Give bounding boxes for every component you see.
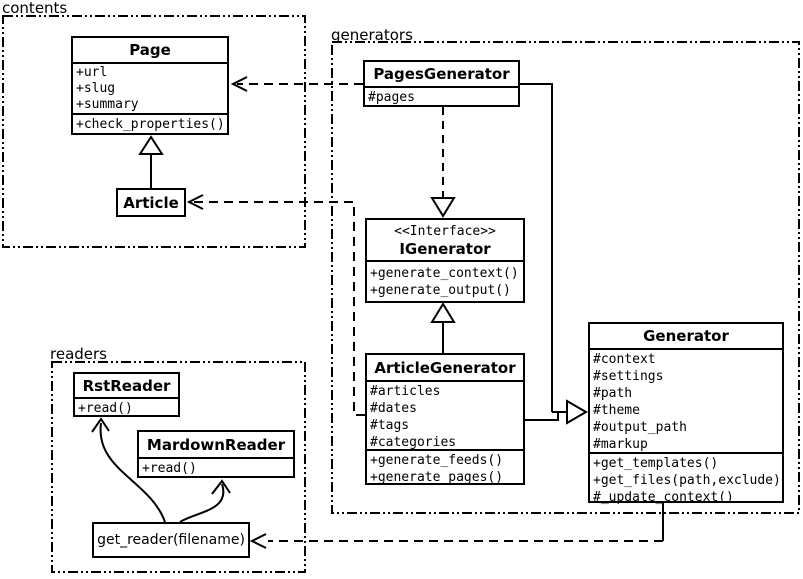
inheritance-arrow-generators-to-generator: [520, 83, 588, 425]
class-box-rst-reader: RstReader +read(): [73, 372, 180, 417]
class-attribute: #tags: [370, 418, 410, 433]
attributes-compartment: #articles #dates #tags #categories: [367, 380, 523, 450]
class-box-page: Page +url +slug +summary +check_properti…: [71, 36, 229, 135]
dependency-arrow-generator-to-getreader: [249, 503, 664, 549]
class-box-pages-generator: PagesGenerator #pages: [363, 60, 520, 107]
class-attribute: +summary: [76, 97, 139, 112]
attributes-compartment: #pages: [365, 86, 518, 106]
class-operation: +get_files(path,exclude): [593, 473, 781, 488]
class-operation: +check_properties(): [76, 117, 225, 132]
class-box-article-generator: ArticleGenerator #articles #dates #tags …: [365, 353, 525, 485]
class-attribute: +url: [76, 65, 108, 80]
class-attribute: +slug: [76, 81, 116, 96]
operations-compartment: +get_templates() +get_files(path,exclude…: [590, 452, 782, 506]
class-operation: +generate_pages(): [370, 470, 504, 485]
class-stereotype: <<Interface>>: [394, 223, 496, 239]
class-operation: +generate_context(): [370, 266, 519, 281]
class-box-article: Article: [116, 188, 186, 217]
class-operation: #_update_context(): [593, 490, 734, 505]
operations-compartment: +generate_feeds() +generate_pages(): [367, 449, 523, 486]
attributes-compartment: #context #settings #path #theme #output_…: [590, 348, 782, 452]
class-box-igenerator: <<Interface>> IGenerator +generate_conte…: [365, 218, 525, 303]
class-attribute: #path: [593, 386, 633, 401]
class-title-mardown-reader: MardownReader: [146, 435, 286, 454]
class-box-mardown-reader: MardownReader +read(): [137, 430, 295, 478]
class-attribute: #settings: [593, 369, 664, 384]
package-label-readers: readers: [50, 345, 107, 363]
class-attribute: #dates: [370, 401, 417, 416]
operations-compartment: +read(): [75, 397, 178, 417]
class-title-pages-generator: PagesGenerator: [373, 65, 510, 83]
class-attribute: #articles: [370, 384, 441, 399]
dependency-arrow-pagesgenerator-to-page: [230, 76, 363, 92]
class-title-page: Page: [129, 41, 171, 59]
class-attribute: #context: [593, 352, 656, 367]
class-title-igenerator: <<Interface>> IGenerator: [367, 220, 523, 260]
class-operation: +read(): [142, 461, 197, 476]
attributes-compartment: +url +slug +summary: [73, 62, 227, 113]
class-attribute: #output_path: [593, 420, 687, 435]
operations-compartment: +read(): [139, 457, 293, 477]
class-title-rst-reader: RstReader: [82, 376, 171, 395]
class-title-generator: Generator: [643, 327, 729, 345]
dependency-arrow-articlegenerator-to-article: [186, 194, 365, 416]
class-attribute: #markup: [593, 437, 648, 452]
class-attribute: #theme: [593, 403, 640, 418]
class-title-text: IGenerator: [399, 239, 491, 258]
inheritance-arrow-articlegenerator-to-igenerator: [430, 302, 456, 353]
class-title-article: Article: [123, 193, 179, 212]
function-box-get-reader: get_reader(filename): [92, 522, 250, 558]
class-operation: +read(): [78, 401, 133, 416]
function-label: get_reader(filename): [97, 532, 245, 548]
curved-arrow-getreader-to-mardownreader: [179, 479, 231, 523]
class-box-generator: Generator #context #settings #path #them…: [588, 322, 784, 506]
class-operation: +get_templates(): [593, 456, 719, 471]
class-operation: +generate_output(): [370, 283, 511, 298]
inheritance-arrow-article-to-page: [138, 135, 164, 188]
class-attribute: #pages: [368, 90, 415, 105]
package-label-generators: generators: [331, 26, 413, 44]
class-title-article-generator: ArticleGenerator: [374, 358, 516, 377]
operations-compartment: +check_properties(): [73, 113, 227, 133]
class-operation: +generate_feeds(): [370, 453, 504, 468]
operations-compartment: +generate_context() +generate_output(): [367, 260, 523, 301]
realization-arrow-pagesgenerator-to-igenerator: [430, 107, 456, 218]
package-label-contents: contents: [2, 0, 68, 17]
